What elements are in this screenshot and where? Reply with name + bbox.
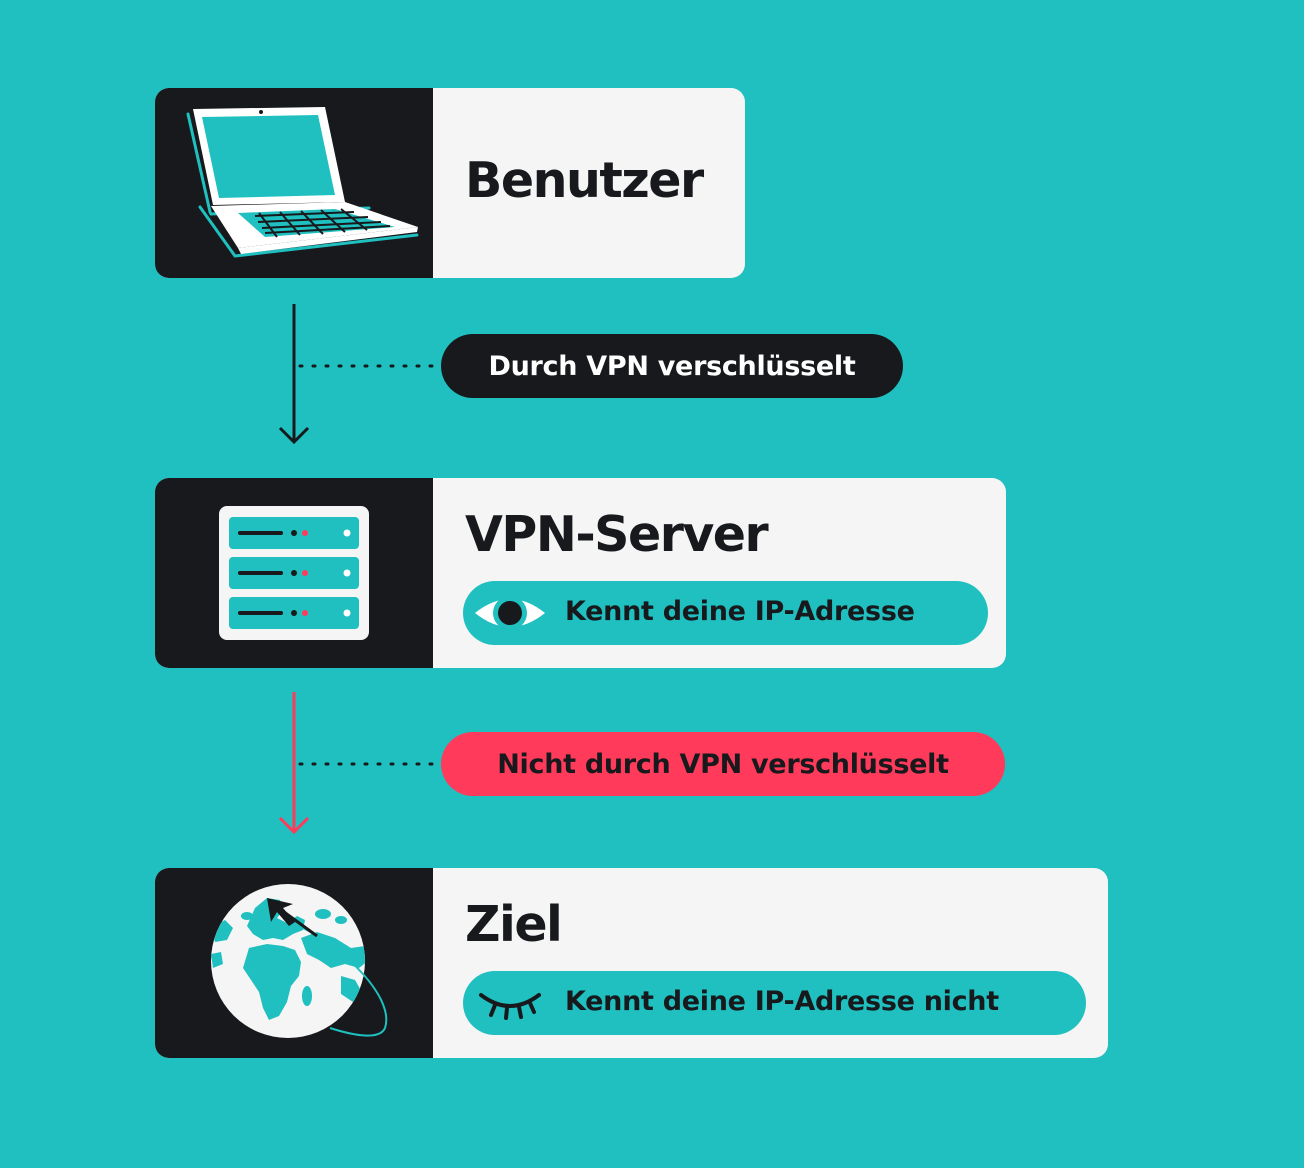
vpn-server-icon-panel <box>155 478 433 668</box>
encrypted-arrow <box>278 304 440 445</box>
vpn-server-status-pill: Kennt deine IP-Adresse <box>463 581 988 645</box>
eye-closed-icon <box>479 993 541 1020</box>
user-icon-panel <box>155 88 433 278</box>
user-card: Benutzer <box>155 88 745 278</box>
unencrypted-label-pill: Nicht durch VPN verschlüsselt <box>441 732 1005 796</box>
destination-icon-panel <box>155 868 433 1058</box>
vpn-server-title: VPN-Server <box>465 506 769 563</box>
server-icon <box>219 506 369 640</box>
destination-status-pill: Kennt deine IP-Adresse nicht <box>463 971 1086 1035</box>
destination-status-text: Kennt deine IP-Adresse nicht <box>565 986 999 1017</box>
destination-card: Ziel Kennt deine IP-Adresse nicht <box>155 868 1108 1058</box>
encrypted-label-pill: Durch VPN verschlüsselt <box>441 334 903 398</box>
globe-icon <box>211 884 388 1038</box>
vpn-server-card: VPN-Server Kennt deine IP-Adresse <box>155 478 1006 668</box>
eye-open-icon <box>475 596 545 630</box>
destination-title: Ziel <box>465 896 563 953</box>
unencrypted-arrow <box>278 692 440 835</box>
laptop-icon <box>186 107 419 258</box>
unencrypted-label: Nicht durch VPN verschlüsselt <box>497 748 949 780</box>
encrypted-label: Durch VPN verschlüsselt <box>488 350 856 382</box>
vpn-server-status-text: Kennt deine IP-Adresse <box>565 596 915 627</box>
user-title: Benutzer <box>465 152 704 209</box>
